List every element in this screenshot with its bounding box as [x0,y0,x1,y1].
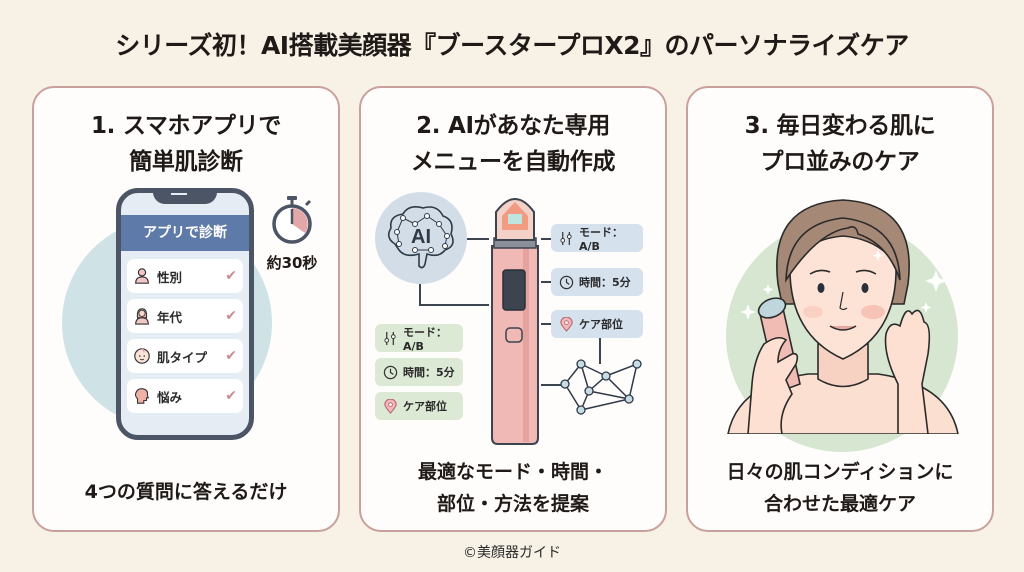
step-1-title-line1: 1. スマホアプリで [90,113,282,139]
connector-line [541,238,553,240]
area-tag-green: ケア部位 [375,392,463,420]
smartphone-illustration: アプリで診断 性別 ✔ 年代 ✔ 肌タイプ ✔ 悩み ✔ [116,188,254,440]
step-2-caption-line1: 最適なモード・時間・ [417,461,608,483]
step-1-title: 1. スマホアプリで 簡単肌診断 [34,108,338,180]
connector-line [467,238,489,240]
page-title: シリーズ初！AI搭載美顔器『ブースタープロX2』のパーソナライズケア [115,31,909,60]
timer-label: 約30秒 [266,254,318,272]
question-label: 性別 [157,269,183,285]
clock-icon [383,365,398,379]
step-card-3: 3. 毎日変わる肌に プロ並みのケア [686,86,994,532]
step-1-title-line2: 簡単肌診断 [129,149,243,175]
step-3-caption-line1: 日々の肌コンディションに [726,461,954,483]
step-2-title-line2: メニューを自動作成 [410,149,616,175]
time-tag-green: 時間：5分 [375,358,463,386]
mode-tag-green: モード：A/B [375,324,463,353]
baby-face-icon [134,348,150,364]
question-label: 年代 [157,309,183,325]
step-card-2: 2. AIがあなた専用 メニューを自動作成 AI [359,86,667,532]
connector-line [541,323,553,325]
question-item-concern: 悩み ✔ [127,379,243,413]
step-card-1: 1. スマホアプリで 簡単肌診断 アプリで診断 性別 ✔ 年代 ✔ 肌タイプ ✔… [32,86,340,532]
location-pin-icon [560,316,573,332]
connector-line [541,384,561,386]
step-2-caption: 最適なモード・時間・ 部位・方法を提案 [361,456,665,520]
head-profile-icon [134,388,150,404]
network-graph-icon [560,359,642,415]
connector-line [419,304,489,306]
area-tag-blue: ケア部位 [551,310,643,338]
tag-label: モード：A/B [579,225,623,253]
question-item-gender: 性別 ✔ [127,259,243,293]
clock-icon [559,275,574,289]
step-3-caption-line2: 合わせた最適ケア [763,493,916,515]
connector-line [419,284,421,306]
beauty-device-illustration [491,198,539,445]
step-2-title-line1: 2. AIがあなた専用 [416,113,610,139]
connector-line [599,336,601,364]
sliders-icon [560,231,572,245]
tag-label: 時間：5分 [403,366,455,379]
ai-brain-badge: AI [375,192,467,284]
tag-label: モード：A/B [403,325,447,353]
phone-notch [153,193,217,204]
check-icon: ✔ [225,348,237,364]
location-pin-icon [384,398,397,414]
step-3-caption: 日々の肌コンディションに 合わせた最適ケア [688,456,992,520]
step-2-caption-line2: 部位・方法を提案 [436,493,589,515]
question-label: 悩み [157,389,183,405]
question-item-skin-type: 肌タイプ ✔ [127,339,243,373]
tag-label: ケア部位 [403,400,447,413]
time-tag-blue: 時間：5分 [551,268,643,296]
step-3-title-line1: 3. 毎日変わる肌に [744,113,936,139]
svg-text:AI: AI [411,226,431,248]
stopwatch-icon [272,196,312,244]
connector-line [541,281,553,283]
app-header: アプリで診断 [121,215,249,251]
check-icon: ✔ [225,388,237,404]
woman-icon [135,308,149,325]
step-3-title-line2: プロ並みのケア [760,149,920,175]
tag-label: ケア部位 [579,318,623,331]
copyright-credit: ©美顔器ガイド [463,545,561,561]
brain-network-icon: AI [387,206,454,269]
question-item-age: 年代 ✔ [127,299,243,333]
mode-tag-blue: モード：A/B [551,224,643,253]
woman-using-device-illustration [727,199,959,434]
step-1-caption: 4つの質問に答えるだけ [84,481,288,503]
step-2-title: 2. AIがあなた専用 メニューを自動作成 [361,108,665,180]
tag-label: 時間：5分 [579,276,631,289]
person-icon [135,268,149,284]
step-3-title: 3. 毎日変わる肌に プロ並みのケア [688,108,992,180]
question-label: 肌タイプ [157,349,208,365]
check-icon: ✔ [225,308,237,324]
check-icon: ✔ [225,268,237,284]
sliders-icon [384,331,396,345]
